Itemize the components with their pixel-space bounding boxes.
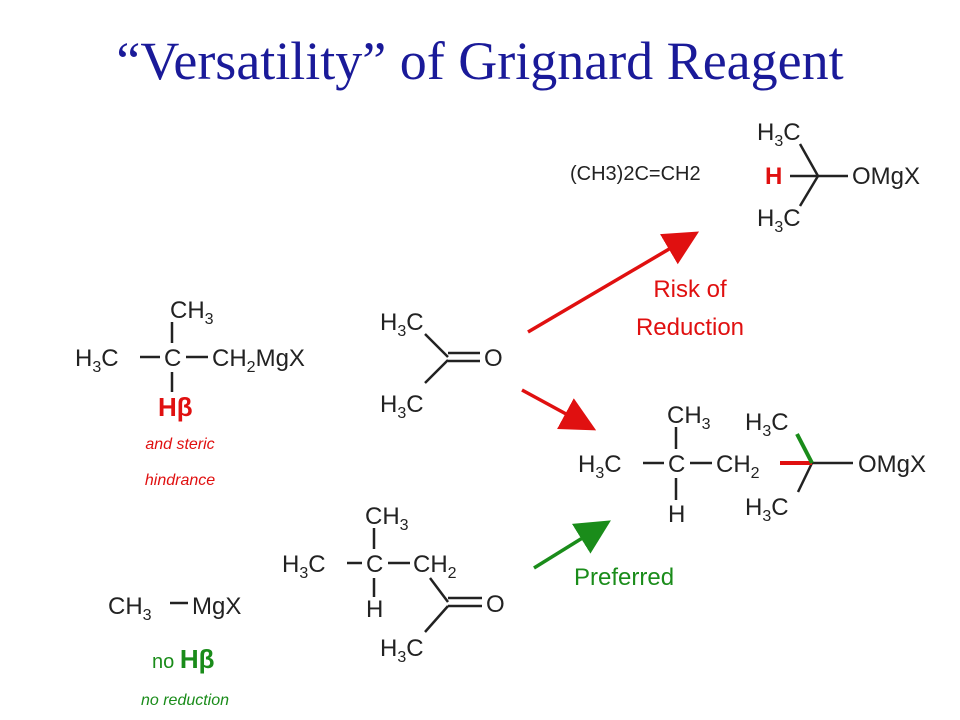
reagent1-top-group: CH3 bbox=[170, 297, 214, 328]
ketone1-bond-bottom bbox=[424, 359, 449, 384]
addition-bond-bottom bbox=[796, 462, 814, 493]
addition-omgx: OMgX bbox=[858, 451, 926, 478]
addition-bottom2-methyl: H3C bbox=[745, 494, 789, 525]
risk-label-line2: Reduction bbox=[635, 314, 745, 341]
reagent2-mgx: MgX bbox=[192, 593, 241, 620]
addition-top2-methyl: H3C bbox=[745, 409, 789, 440]
reduction-omgx: OMgX bbox=[852, 163, 920, 190]
reduction-bond-bottom bbox=[798, 175, 820, 207]
ketone2-below-h: H bbox=[366, 596, 383, 623]
ketone2-center-atom: C bbox=[366, 551, 383, 578]
addition-center-atom: C bbox=[668, 451, 685, 478]
ketone2-bond-ch2-c bbox=[429, 577, 449, 603]
ketone2-left-methyl: H3C bbox=[282, 551, 326, 582]
no-word: no bbox=[152, 651, 175, 673]
no-reduction-note: no reduction bbox=[140, 692, 230, 709]
arrow-preferred bbox=[533, 520, 611, 570]
reagent1-left-group: H3C bbox=[75, 345, 119, 376]
reduction-bond-top bbox=[798, 143, 820, 177]
ketone-2: CH3 H3C C CH2 H O H3C bbox=[282, 503, 505, 666]
ketone1-top-methyl: H3C bbox=[380, 309, 424, 340]
reduction-bottom-methyl: H3C bbox=[757, 205, 801, 236]
reduction-hydrogen: H bbox=[765, 163, 782, 190]
ketone2-bottom-methyl: H3C bbox=[380, 635, 424, 666]
reagent2-methyl: CH3 bbox=[108, 593, 152, 624]
reduction-top-methyl: H3C bbox=[757, 119, 801, 150]
reduction-product: H3C H OMgX H3C bbox=[757, 119, 920, 236]
alkene-formula: (CH3)2C=CH2 bbox=[570, 163, 701, 185]
ketone-1: H3C H3C O bbox=[380, 309, 503, 422]
addition-left-methyl: H3C bbox=[578, 451, 622, 482]
addition-top-methyl: CH3 bbox=[667, 402, 711, 433]
no-h-beta-label: no Hβ bbox=[152, 644, 214, 675]
alkene-side-product: (CH3)2C=CH2 bbox=[570, 163, 701, 186]
preferred-label: Preferred bbox=[574, 564, 675, 591]
grignard-reagent-1: CH3 H3C C CH2MgX bbox=[75, 297, 305, 392]
ketone1-oxygen: O bbox=[484, 345, 503, 372]
steric-note-line2: hindrance bbox=[144, 472, 216, 489]
arrow-to-addition bbox=[521, 388, 597, 431]
arrow-to-reduction bbox=[527, 231, 700, 334]
reagent1-right-group: CH2MgX bbox=[212, 345, 305, 376]
grignard-reagent-2: CH3 MgX bbox=[108, 593, 241, 624]
ketone1-bond-top bbox=[424, 333, 449, 358]
ketone2-bond-bottom bbox=[424, 605, 449, 633]
ketone2-oxygen: O bbox=[486, 591, 505, 618]
steric-note-line1: and steric bbox=[145, 436, 215, 453]
h-beta-label: Hβ bbox=[158, 392, 193, 422]
addition-product: CH3 H3C C CH2 H H3C OMgX H3C bbox=[578, 402, 926, 528]
h-beta-green: Hβ bbox=[179, 644, 215, 674]
addition-new-bond-green bbox=[795, 433, 814, 464]
reagent1-center-atom: C bbox=[164, 345, 181, 372]
addition-below-h: H bbox=[668, 501, 685, 528]
addition-ch2: CH2 bbox=[716, 451, 760, 482]
ketone2-top-methyl: CH3 bbox=[365, 503, 409, 534]
risk-label-line1: Risk of bbox=[653, 276, 727, 303]
ketone2-ch2: CH2 bbox=[413, 551, 457, 582]
slide-title: “Versatility” of Grignard Reagent bbox=[116, 31, 844, 91]
ketone1-bottom-methyl: H3C bbox=[380, 391, 424, 422]
